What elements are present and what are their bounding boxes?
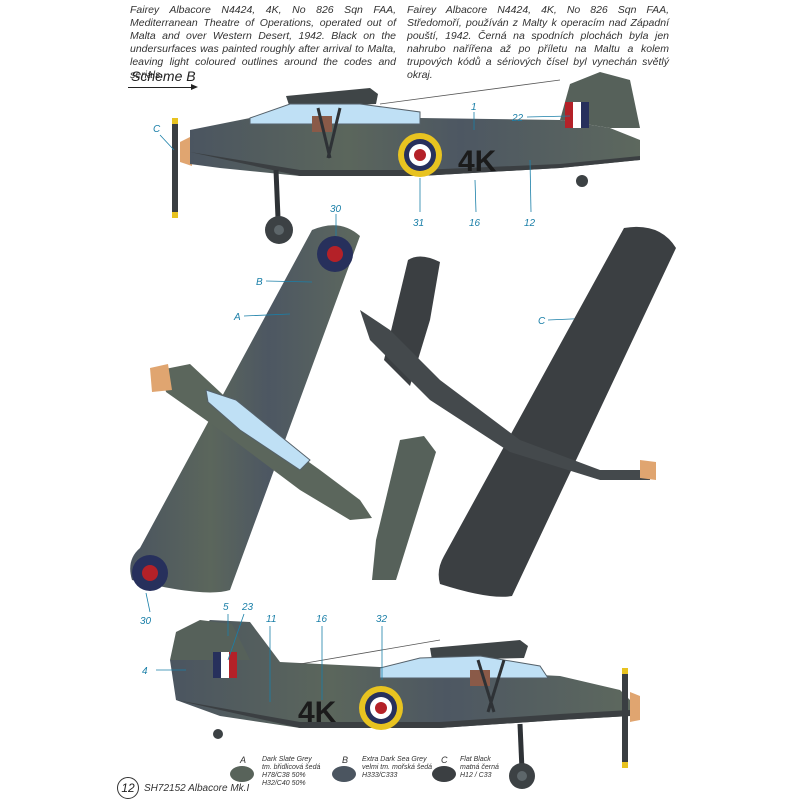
callout-bottom-23: 23 (241, 602, 254, 613)
scheme-underline-arrow (128, 84, 198, 90)
footer-title: SH72152 Albacore Mk.I (144, 783, 250, 794)
bottom-canopy (379, 655, 549, 679)
callout-top-22: 22 (511, 113, 524, 124)
callout-bottom-32: 32 (376, 614, 388, 625)
bottom-tail-fin (170, 620, 250, 660)
callout-top-31: 31 (413, 218, 424, 229)
swatch-b-label: Extra Dark Sea Grey velmi tm. mořská šed… (362, 756, 433, 779)
plan-view-underside (360, 226, 676, 597)
page-number: 12 (117, 777, 139, 799)
callout-top-16: 16 (469, 218, 481, 229)
callout-top-1: 1 (471, 102, 477, 113)
swatch-b-letter: B (342, 755, 349, 765)
callout-bottom-5: 5 (223, 602, 229, 613)
swatch-c-letter: C (441, 755, 448, 765)
swatch-b-chip (332, 766, 356, 782)
fuselage-code-bottom: 4K (298, 696, 337, 729)
callouts-bottom (156, 613, 383, 702)
swatch-c-label: Flat Black matná černá H12 / C33 (460, 756, 499, 779)
upper-plan-canopy (205, 389, 311, 471)
tail-wheel (576, 175, 588, 187)
callout-top-c: C (153, 124, 161, 135)
bottom-upper-wing (430, 640, 528, 660)
upper-plan-tailplane (372, 436, 436, 580)
callout-plan-a: A (233, 312, 241, 323)
underside-fuselage (360, 310, 650, 480)
plan-view-upper (130, 225, 436, 593)
callout-bottom-16: 16 (316, 614, 328, 625)
description-czech: Fairey Albacore N4424, 4K, No 826 Sqn FA… (407, 4, 669, 81)
callouts-top (159, 112, 571, 213)
callout-plan-30a: 30 (330, 204, 342, 215)
bottom-tail-wheel (213, 729, 223, 739)
propeller-blade (172, 118, 178, 218)
canopy (249, 103, 421, 125)
callout-bottom-11: 11 (266, 614, 276, 625)
bottom-propeller (622, 668, 628, 768)
swatch-c-chip (432, 766, 456, 782)
swatch-a-letter: A (240, 755, 247, 765)
underside-wing (438, 226, 676, 597)
description-english: Fairey Albacore N4424, 4K, No 826 Sqn FA… (130, 4, 396, 81)
callout-top-12: 12 (524, 218, 536, 229)
callout-plan-30b: 30 (140, 616, 152, 627)
callout-plan-b: B (256, 277, 263, 288)
callout-bottom-4: 4 (142, 666, 148, 677)
side-profile-bottom (170, 620, 640, 789)
side-profile-top (172, 72, 640, 244)
fuselage-code-top: 4K (458, 145, 497, 178)
scheme-title: Scheme B (131, 68, 196, 84)
upper-wing (286, 88, 378, 108)
callout-under-c: C (538, 316, 546, 327)
spinner (180, 136, 192, 166)
swatch-a-chip (230, 766, 254, 782)
swatch-a-label: Dark Slate Grey tm. břidlicová šedá H78/… (262, 756, 321, 787)
